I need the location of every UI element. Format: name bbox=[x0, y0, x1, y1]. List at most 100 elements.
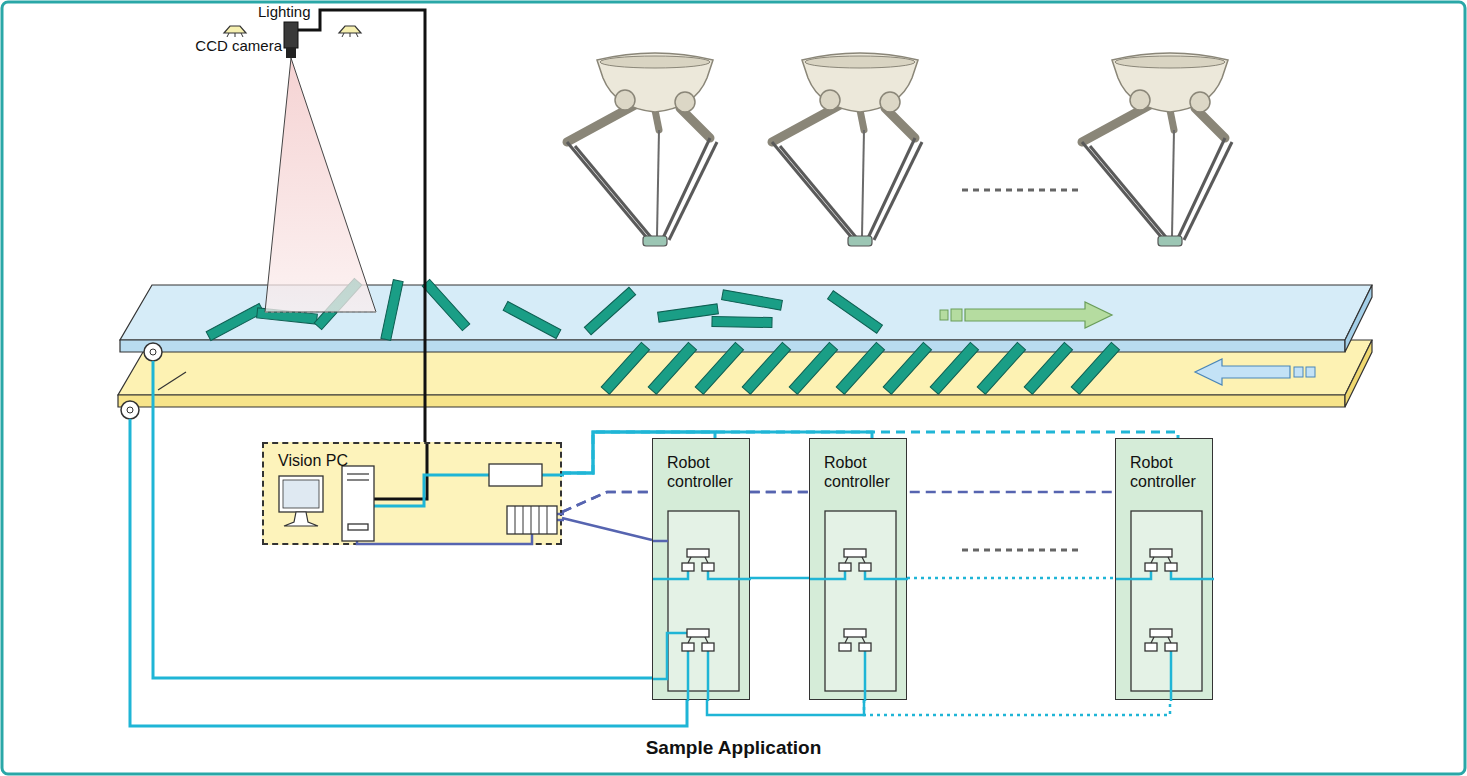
lighting-lamp bbox=[350, 33, 351, 37]
wire bbox=[810, 571, 845, 579]
wire bbox=[687, 651, 690, 701]
network-switch-icon bbox=[1150, 629, 1172, 637]
placed-parts bbox=[742, 342, 790, 394]
encoder-roller bbox=[144, 343, 162, 361]
network-switch-icon bbox=[844, 629, 866, 637]
camera-cable bbox=[298, 10, 425, 442]
return-conveyor bbox=[118, 340, 1372, 407]
random-parts bbox=[422, 279, 470, 330]
wire bbox=[374, 444, 427, 499]
network-switch-icon bbox=[1165, 563, 1177, 571]
cable-connector bbox=[707, 700, 864, 715]
placed-parts bbox=[789, 342, 837, 394]
placed-parts bbox=[601, 342, 649, 394]
return-conveyor bbox=[1345, 340, 1372, 407]
wire bbox=[1168, 637, 1171, 643]
controller-box: Robot controller bbox=[652, 438, 750, 700]
ellipsis-dots bbox=[962, 189, 1078, 192]
placed-parts bbox=[930, 342, 978, 394]
ellipsis-dots bbox=[962, 549, 1078, 552]
robots bbox=[567, 53, 1232, 246]
lighting-lamp bbox=[241, 33, 243, 37]
callout-label: Lighting bbox=[258, 3, 311, 21]
monitor bbox=[279, 476, 323, 512]
caption: Sample Application bbox=[0, 737, 1467, 759]
flow-arrow bbox=[1306, 367, 1315, 377]
wire bbox=[688, 637, 691, 643]
random-parts bbox=[584, 287, 635, 335]
node-label: Robot controller bbox=[1130, 453, 1200, 491]
network-switch-icon bbox=[839, 563, 851, 571]
encoder-roller bbox=[121, 401, 139, 419]
network-switch-icon bbox=[859, 563, 871, 571]
lighting-lamp bbox=[339, 26, 361, 33]
controller-inner-panel bbox=[1131, 511, 1202, 691]
monitor bbox=[284, 512, 318, 526]
wire bbox=[862, 637, 865, 643]
wire bbox=[357, 534, 532, 544]
wire bbox=[547, 506, 548, 534]
return-conveyor bbox=[158, 372, 186, 390]
wire bbox=[1171, 571, 1214, 579]
encoder-cable bbox=[130, 419, 687, 726]
plc-rack bbox=[507, 506, 557, 534]
network-switch-icon bbox=[839, 643, 851, 651]
random-parts bbox=[206, 304, 264, 341]
network-switch-icon bbox=[687, 629, 709, 637]
wire bbox=[1151, 557, 1154, 563]
node-label: Robot controller bbox=[667, 453, 737, 491]
lighting-lamp bbox=[356, 33, 358, 37]
robots bbox=[1082, 53, 1232, 246]
placed-parts bbox=[695, 342, 743, 394]
camera-view-cone bbox=[265, 58, 376, 312]
network-switch-icon bbox=[1165, 643, 1177, 651]
wire bbox=[865, 571, 908, 579]
flow-arrow bbox=[940, 302, 1112, 328]
random-parts bbox=[712, 316, 772, 327]
network-switch-icon bbox=[682, 643, 694, 651]
flow-arrow bbox=[951, 309, 962, 321]
random-parts bbox=[828, 291, 883, 334]
network-switch-icon bbox=[1150, 549, 1172, 557]
wire bbox=[845, 637, 848, 643]
wire bbox=[862, 557, 865, 563]
wire bbox=[347, 473, 369, 474]
ccd-camera bbox=[286, 48, 296, 58]
wire bbox=[845, 557, 848, 563]
placed-parts bbox=[1071, 342, 1119, 394]
wire bbox=[653, 571, 688, 579]
wire bbox=[374, 475, 489, 506]
encoder-roller bbox=[121, 343, 162, 419]
placed-parts bbox=[836, 342, 884, 394]
wire bbox=[705, 637, 708, 643]
encoder-cable bbox=[153, 361, 652, 678]
node-label: Robot controller bbox=[824, 453, 894, 491]
pc-tower bbox=[348, 524, 368, 530]
wire bbox=[542, 474, 564, 477]
wire bbox=[1116, 571, 1151, 579]
placed-parts bbox=[648, 342, 696, 394]
placed-parts bbox=[1024, 342, 1072, 394]
network-switch-icon bbox=[702, 563, 714, 571]
node-label: Vision PC bbox=[278, 451, 548, 470]
network-switch-icon bbox=[1145, 643, 1157, 651]
robots bbox=[772, 53, 922, 246]
network-switch-icon bbox=[859, 643, 871, 651]
network-switch-icon bbox=[1145, 563, 1157, 571]
ccd-camera bbox=[284, 22, 298, 58]
flow-arrow bbox=[940, 310, 948, 320]
controller-box: Robot controller bbox=[809, 438, 907, 700]
camera-view-cone bbox=[265, 312, 376, 313]
network-hub bbox=[489, 464, 542, 486]
wire bbox=[1168, 557, 1171, 563]
wire bbox=[1151, 637, 1154, 643]
wire bbox=[688, 557, 691, 563]
callout-label: CCD camera bbox=[195, 37, 282, 55]
lighting-lamp bbox=[224, 26, 246, 33]
wire bbox=[1170, 651, 1173, 701]
wire bbox=[515, 506, 516, 534]
random-parts bbox=[381, 280, 403, 341]
